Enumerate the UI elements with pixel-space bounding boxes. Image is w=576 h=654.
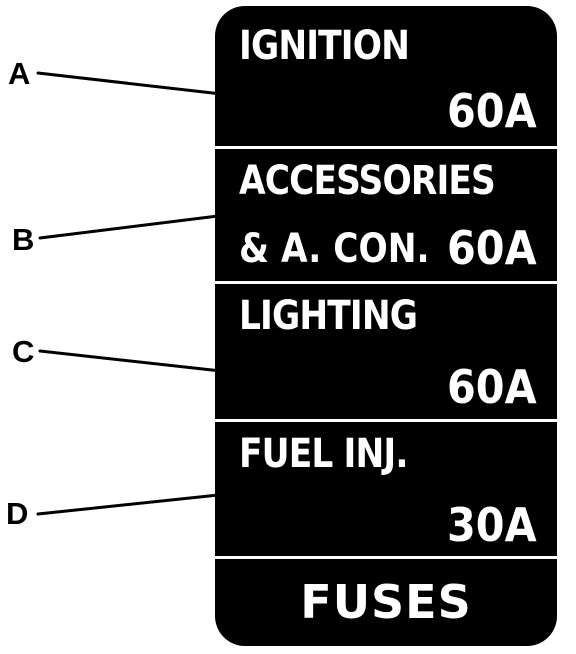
callout-letter-c: C [12, 334, 35, 369]
callout-letter-d: D [6, 496, 29, 531]
fuse-label: IGNITION [239, 23, 410, 69]
fuse-fuel-inj: FUEL INJ. 30A [215, 419, 557, 559]
fuse-accessories-a-con: ACCESSORIES & A. CON. 60A [215, 146, 557, 284]
fuse-label: FUEL INJ. [239, 431, 408, 477]
callout-letter-b: B [12, 222, 35, 257]
fuse-block-panel: IGNITION 60A ACCESSORIES & A. CON. 60A L… [215, 6, 557, 646]
leader-line-d [36, 492, 230, 516]
leader-line-c [38, 349, 232, 374]
fuse-rating: 60A [447, 221, 537, 275]
fuse-ignition: IGNITION 60A [215, 6, 557, 146]
leader-line-a [36, 71, 232, 97]
fuse-rating: 30A [447, 498, 537, 552]
fuse-rating: 60A [447, 360, 537, 414]
fuse-lighting: LIGHTING 60A [215, 281, 557, 422]
fuse-label-line2: & A. CON. [239, 226, 430, 272]
fuse-label: ACCESSORIES [239, 158, 496, 204]
fuse-rating: 60A [447, 84, 537, 138]
fuse-block-footer: FUSES [215, 556, 557, 646]
callout-letter-a: A [8, 56, 31, 91]
fuse-label: LIGHTING [239, 293, 418, 339]
footer-label: FUSES [300, 575, 472, 629]
leader-line-b [38, 213, 228, 240]
